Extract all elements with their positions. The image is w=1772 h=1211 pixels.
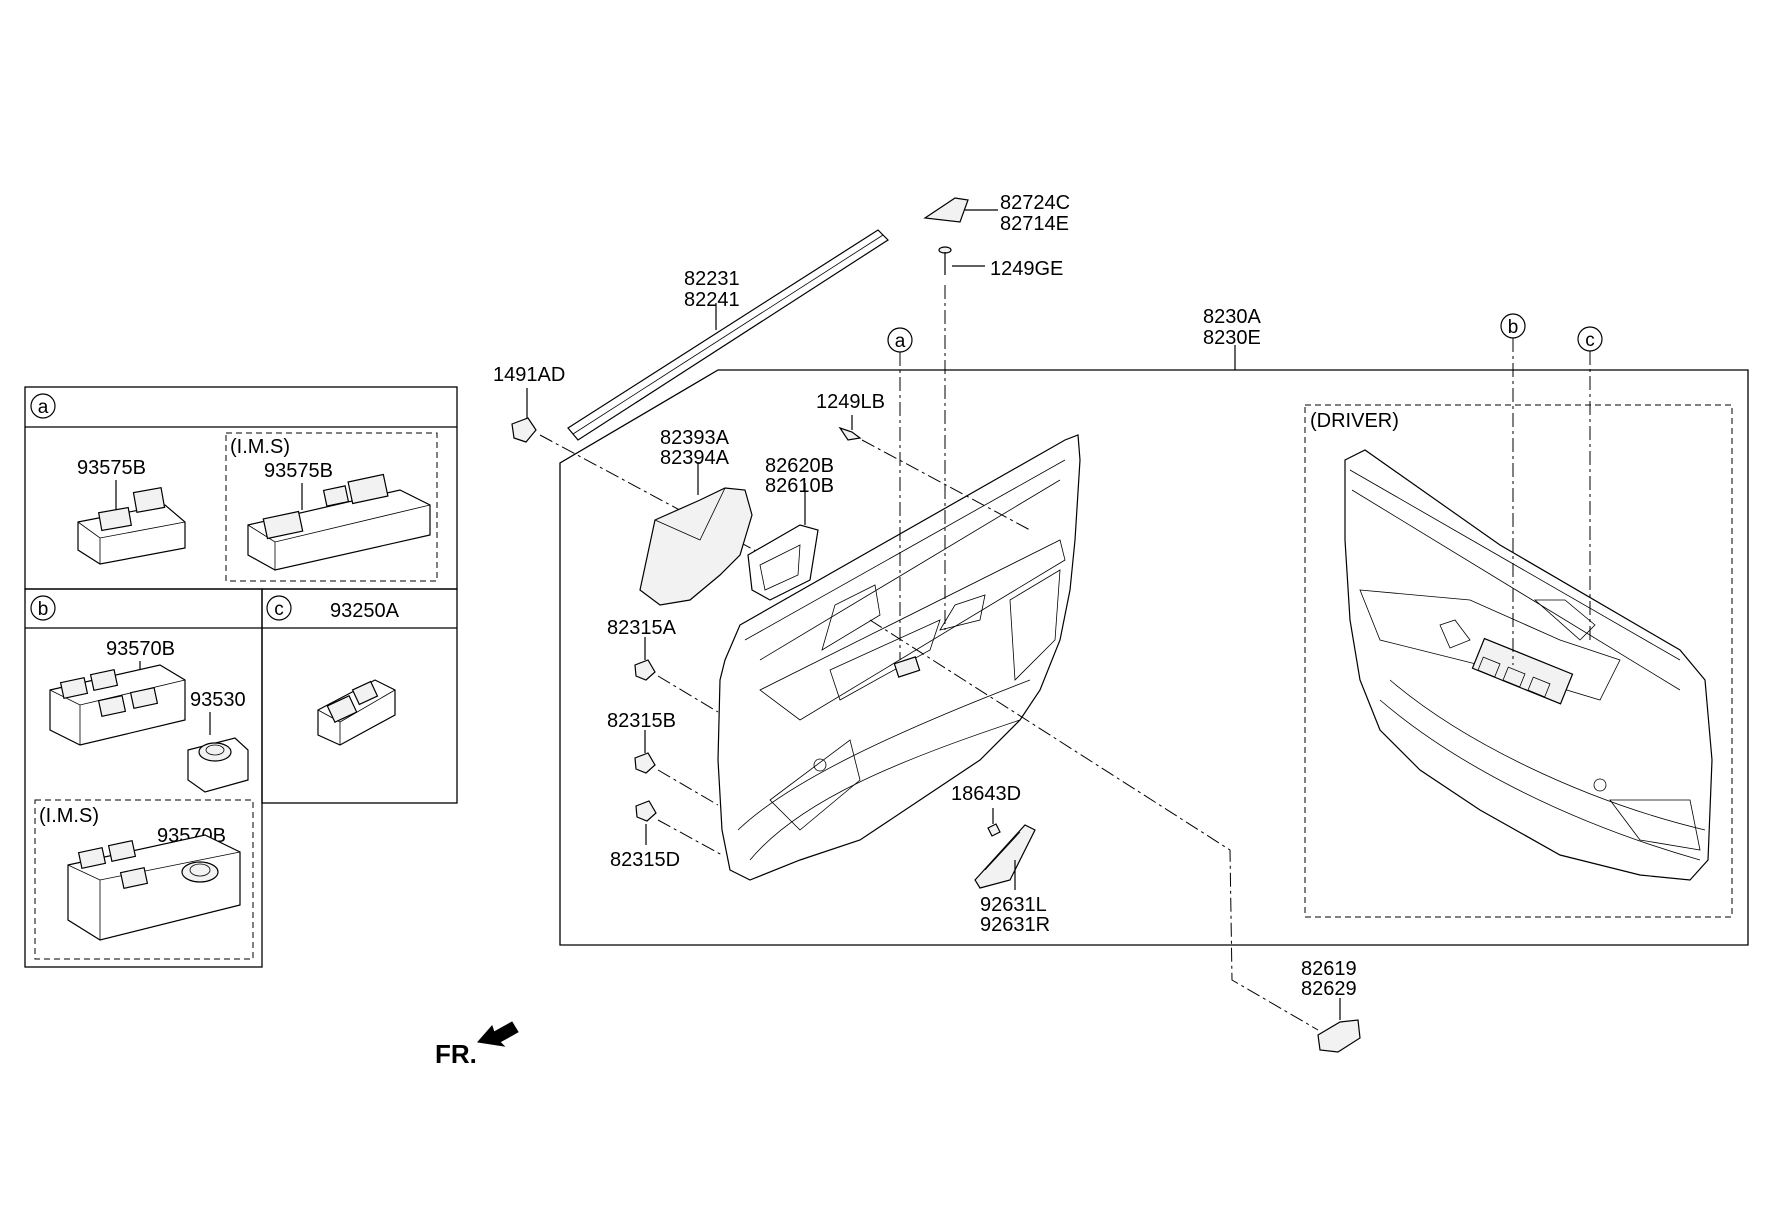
mirror-knob <box>187 737 249 793</box>
inset-c-part-label: 93250A <box>330 600 400 622</box>
inset-a-ims-part-label: 93575B <box>264 460 333 482</box>
inset-a-ims-frame <box>225 432 438 582</box>
label-82315D: 82315D <box>610 849 680 871</box>
leader-82315B <box>657 769 719 806</box>
label-92631R: 92631R <box>980 914 1050 936</box>
inset-b-main-part-label: 93570B <box>106 638 175 660</box>
inset-b-ims-title: (I.M.S) <box>39 805 99 827</box>
label-82714E: 82714E <box>1000 213 1069 235</box>
clip-82315B <box>634 730 656 774</box>
clip-82315D <box>635 800 657 845</box>
label-82619: 82619 <box>1301 958 1357 980</box>
inset-b-header: b <box>38 599 49 620</box>
inset-c-header: c <box>274 599 284 620</box>
screw-1249LB <box>838 415 862 441</box>
label-82315B: 82315B <box>607 710 676 732</box>
label-1249GE: 1249GE <box>990 258 1063 280</box>
passenger-switch <box>317 679 396 746</box>
inset-b: b 93570B 93530 (I.M.S) 93570B <box>24 588 263 968</box>
master-switch-ims <box>67 834 241 941</box>
label-1491AD: 1491AD <box>493 364 565 386</box>
label-82241: 82241 <box>684 289 740 311</box>
master-switch <box>49 664 186 746</box>
clip-1491AD <box>511 388 537 443</box>
label-82393A: 82393A <box>660 427 730 449</box>
inset-a-header: a <box>38 397 49 418</box>
inset-a-left-part-label: 93575B <box>77 457 146 479</box>
inset-a-ims-title: (I.M.S) <box>230 436 290 458</box>
label-8230A: 8230A <box>1203 306 1261 328</box>
label-82629: 82629 <box>1301 978 1357 1000</box>
leader-1249LB <box>861 439 1031 531</box>
main-assembly-frame <box>559 369 1749 946</box>
inset-c: c 93250A <box>261 588 458 804</box>
svg-text:c: c <box>1585 330 1595 351</box>
front-direction-marker: FR. <box>435 1021 519 1069</box>
label-82394A: 82394A <box>660 447 730 469</box>
callout-c: c <box>1577 326 1603 640</box>
inset-b-ims-frame <box>34 799 254 960</box>
inset-a: a 93575B (I.M.S) 93575B <box>24 386 458 590</box>
leader-82315A <box>657 675 719 713</box>
window-switch-ims <box>247 473 431 571</box>
window-switch-single <box>77 487 186 565</box>
label-18643D: 18643D <box>951 783 1021 805</box>
label-82610B: 82610B <box>765 475 834 497</box>
driver-door-trim-panel <box>1344 449 1713 881</box>
clip-82315A <box>634 637 656 681</box>
bulb-18643D <box>987 808 1001 837</box>
cover-82619 <box>1317 998 1361 1053</box>
inset-a-circle <box>30 393 56 419</box>
trim-piece-82724C <box>923 197 969 223</box>
label-92631L: 92631L <box>980 894 1047 916</box>
armrest-pad <box>639 462 753 606</box>
inset-a-frame <box>24 386 458 590</box>
leader-82619 <box>869 619 1319 1031</box>
callout-a: a <box>887 327 913 660</box>
inside-handle <box>747 483 819 601</box>
label-82231: 82231 <box>684 268 740 290</box>
callout-b: b <box>1500 313 1526 665</box>
inset-c-frame <box>261 588 458 804</box>
door-trim-panel <box>717 434 1081 881</box>
label-82620B: 82620B <box>765 455 834 477</box>
inset-b-knob-part-label: 93530 <box>190 689 246 711</box>
label-82724C: 82724C <box>1000 192 1070 214</box>
svg-text:b: b <box>1508 317 1519 338</box>
label-1249LB: 1249LB <box>816 391 885 413</box>
leader-82315D <box>657 819 723 856</box>
label-82315A: 82315A <box>607 617 677 639</box>
weatherstrip <box>567 229 889 441</box>
front-arrow-icon <box>477 1021 519 1047</box>
front-label: FR. <box>435 1039 477 1069</box>
driver-box-title: (DRIVER) <box>1310 410 1399 432</box>
svg-text:a: a <box>895 331 906 352</box>
screw-1249GE <box>938 246 985 275</box>
courtesy-lamp <box>974 824 1036 890</box>
driver-box-frame <box>1304 404 1733 918</box>
label-8230E: 8230E <box>1203 327 1261 349</box>
